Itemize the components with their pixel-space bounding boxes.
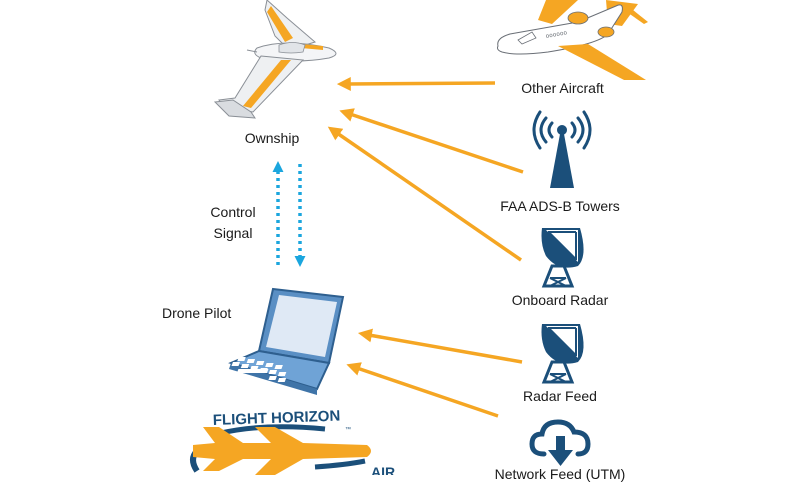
svg-text:oooooo: oooooo [545, 29, 568, 40]
radio-tower-icon [532, 110, 592, 188]
drone-pilot-label: Drone Pilot [162, 305, 232, 321]
logo-trademark: ™ [345, 426, 351, 433]
arrow-onboard-radar-to-ownship [327, 126, 522, 262]
faa-towers-label: FAA ADS-B Towers [500, 198, 620, 214]
arrow-faa-towers-to-ownship [339, 108, 524, 174]
control-signal-label: Control Signal [200, 204, 266, 242]
radar-feed-dish-icon [541, 324, 584, 384]
radar-feed-label: Radar Feed [523, 388, 597, 404]
arrow-radar-feed-to-drone-pilot [357, 328, 523, 364]
logo-text-flight-horizon: FLIGHT HORIZON [213, 408, 341, 429]
laptop-icon [228, 287, 345, 395]
other-aircraft-label: Other Aircraft [521, 80, 604, 96]
onboard-radar-label: Onboard Radar [511, 292, 609, 308]
cloud-download-icon [529, 419, 591, 466]
logo-text-air: AIR [371, 464, 395, 475]
arrow-network-feed-to-drone-pilot [346, 362, 499, 418]
ownship-drone-icon [213, 0, 337, 119]
ownship-label: Ownship [244, 130, 300, 146]
other-aircraft-icon: oooooo [497, 0, 648, 80]
control-signal-line1: Control [210, 204, 256, 220]
flight-horizon-logo: FLIGHT HORIZON ™ AIR [190, 408, 395, 475]
control-signal-line2: Signal [213, 225, 253, 241]
arrow-other-aircraft-to-ownship [336, 76, 496, 91]
radar-dish-icon [541, 228, 584, 288]
